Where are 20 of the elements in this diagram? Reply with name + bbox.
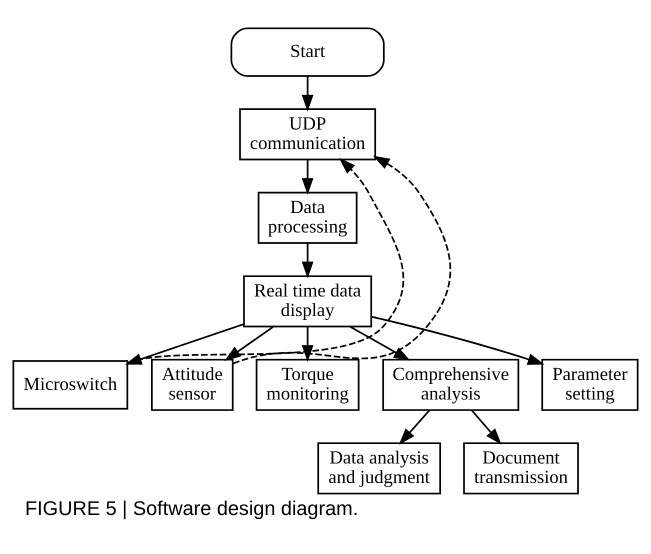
arrow	[398, 409, 430, 444]
arrow	[371, 315, 544, 364]
node-box: Document transmission	[463, 442, 579, 494]
node-box: Attitude sensor	[151, 358, 234, 410]
node-box: Comprehensive analysis	[382, 358, 520, 410]
arrow	[302, 242, 314, 278]
node-box: Torque monitoring	[256, 358, 360, 410]
arrow	[350, 325, 410, 360]
node-box: Microswitch	[12, 360, 128, 410]
caption: FIGURE 5 | Software design diagram.	[24, 497, 358, 520]
node-box: Data processing	[258, 191, 358, 244]
arrow	[471, 409, 502, 444]
node-box: Start	[230, 26, 385, 76]
node-box: Parameter setting	[541, 358, 639, 410]
node-box: Real time data display	[243, 274, 372, 327]
node-box: Data analysis and judgment	[317, 442, 442, 494]
arrow	[302, 159, 314, 194]
arrow	[232, 155, 452, 364]
node-box: UDP communication	[239, 108, 376, 160]
arrow	[302, 76, 314, 112]
